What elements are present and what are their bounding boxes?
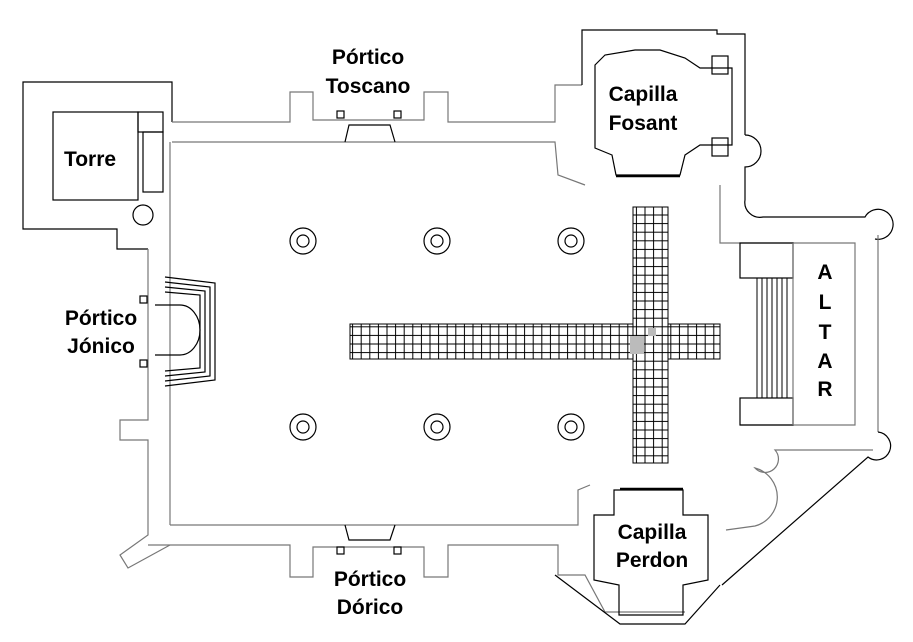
label-torre: Torre	[64, 148, 116, 171]
column	[289, 227, 317, 255]
label-portico-toscano-2: Toscano	[326, 75, 411, 98]
label-capilla-perdon-1: Capilla	[618, 521, 687, 544]
tower	[22, 81, 173, 250]
spiral-stair-icon	[132, 204, 154, 226]
label-portico-jonico-1: Pórtico	[65, 307, 137, 330]
column-base	[139, 295, 148, 304]
label-capilla-perdon-2: Perdon	[616, 549, 688, 572]
column	[557, 227, 585, 255]
north-wall	[172, 84, 586, 186]
label-portico-jonico-2: Jónico	[67, 335, 135, 358]
label-altar-l: L	[819, 291, 832, 314]
column-base	[393, 546, 402, 555]
nave-columns	[289, 227, 585, 441]
label-altar-a2: A	[817, 350, 832, 373]
west-wall	[119, 142, 216, 569]
column-base	[139, 359, 148, 368]
tiled-cross	[349, 206, 721, 464]
column	[423, 227, 451, 255]
altar-area	[719, 185, 892, 586]
highlighted-tile	[648, 328, 656, 336]
column	[289, 413, 317, 441]
column-base	[336, 546, 345, 555]
label-altar-a: A	[817, 261, 832, 284]
highlighted-tile	[630, 336, 644, 354]
label-altar-r: R	[817, 378, 832, 401]
column	[423, 413, 451, 441]
label-portico-dorico-1: Pórtico	[334, 568, 406, 591]
label-capilla-fosant-2: Fosant	[609, 112, 678, 135]
capilla-fosant	[581, 29, 894, 240]
south-wall	[148, 484, 721, 625]
label-portico-dorico-2: Dórico	[337, 596, 404, 619]
column-base	[393, 110, 402, 119]
label-capilla-fosant-1: Capilla	[609, 83, 678, 106]
column-base	[336, 110, 345, 119]
column	[557, 413, 585, 441]
label-portico-toscano-1: Pórtico	[332, 46, 404, 69]
label-altar-t: T	[819, 321, 832, 344]
